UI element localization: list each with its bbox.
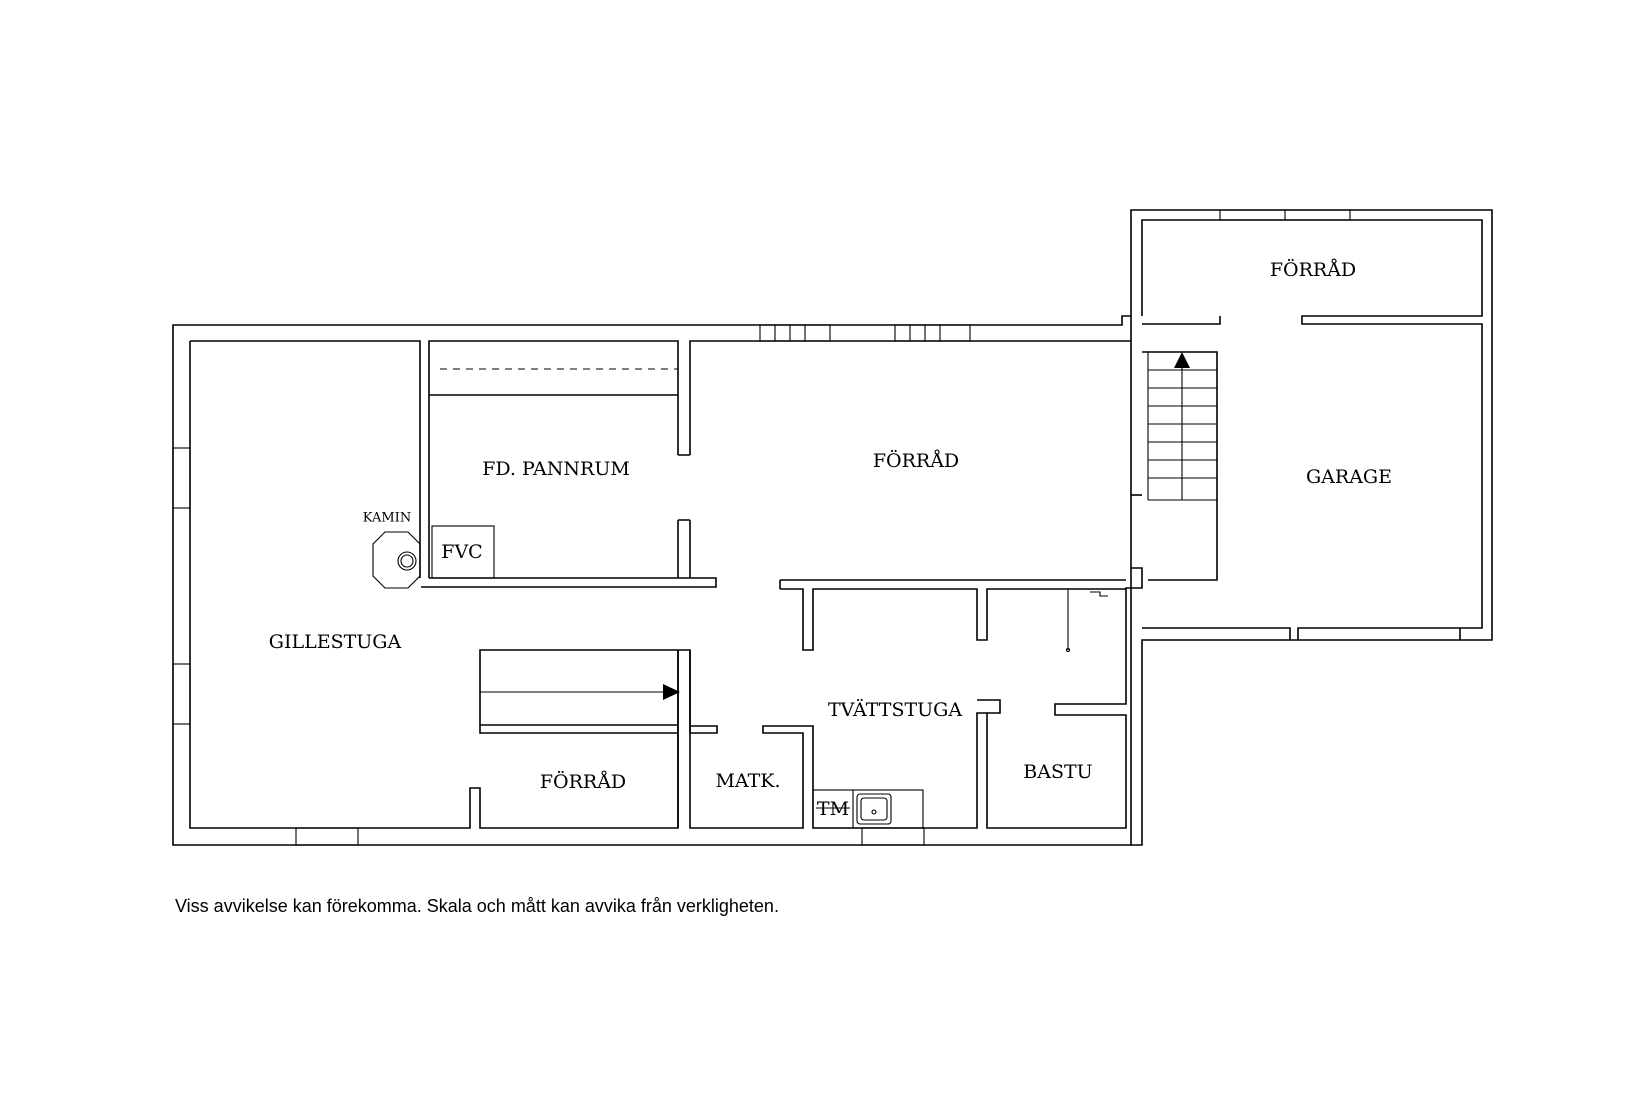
room-label-matk: MATK. [715,770,780,792]
room-label-garage: GARAGE [1306,466,1392,488]
room-label-forrad-top-right: FÖRRÅD [1270,258,1356,281]
fixture-label-kamin: KAMIN [363,511,411,526]
fixture-label-tm: TM [817,798,849,820]
stairs-lower [480,684,680,700]
room-label-tvattstuga: TVÄTTSTUGA [828,698,962,721]
room-label-forrad-main: FÖRRÅD [873,449,959,472]
stairs-upper [1147,352,1217,501]
room-label-fd-pannrum: FD. PANNRUM [482,458,630,480]
exterior-walls [172,209,1493,846]
laundry-fixtures [812,789,924,829]
kamin-fireplace [372,531,421,589]
room-label-forrad-bottom: FÖRRÅD [540,770,626,793]
interior-walls [421,351,1218,828]
windows [172,209,1351,846]
room-label-fvc: FVC [441,541,482,563]
disclaimer-text: Viss avvikelse kan förekomma. Skala och … [175,896,779,916]
bastu-detail [1065,589,1108,653]
room-label-gillestuga: GILLESTUGA [269,631,402,653]
room-label-bastu: BASTU [1023,761,1092,783]
